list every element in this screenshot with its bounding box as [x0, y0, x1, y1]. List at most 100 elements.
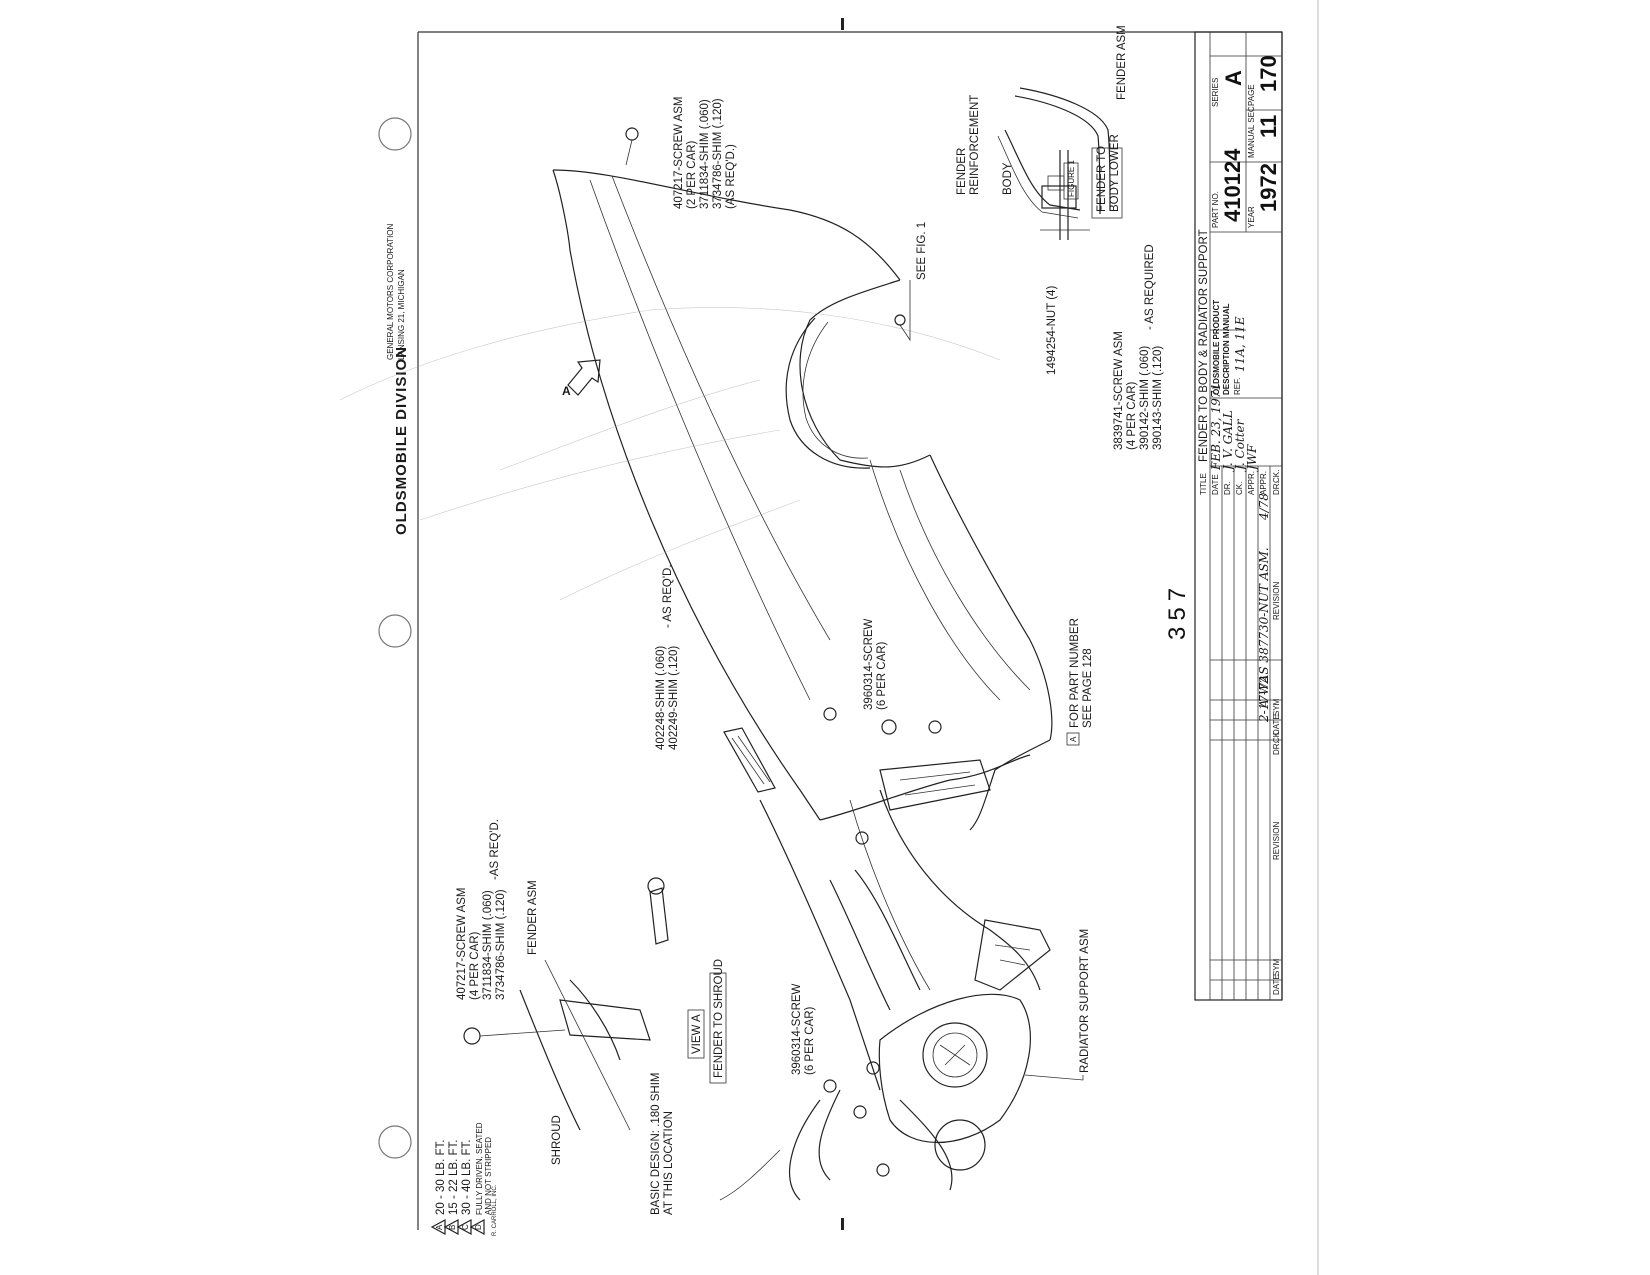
body-label: BODY: [1002, 162, 1014, 195]
ref-label: REF.: [1233, 378, 1242, 395]
shroud-label: SHROUD: [551, 1115, 563, 1165]
view-a-shim-120: 3734786-SHIM (.120): [495, 889, 507, 1000]
center-mark-top: [841, 18, 844, 30]
top-screw-qty: (2 PER CAR): [686, 140, 698, 209]
revision-col-dr: DR.: [1272, 481, 1281, 495]
appr-label: APPR.: [1247, 471, 1256, 495]
mid-shim-120: 390143-SHIM (.120): [1152, 346, 1164, 450]
figure-1-tag: FIGURE 1: [1067, 160, 1076, 197]
screw-3960314-lower-label: 3960314-SCREW: [791, 983, 803, 1075]
svg-text:407217-SCREW ASM: 407217-SCREW ASM: [456, 888, 468, 1001]
torque-sym-c: C: [461, 1224, 470, 1230]
torque-sym-a: A: [435, 1224, 444, 1230]
svg-text:3734786-SHIM (.120): 3734786-SHIM (.120): [712, 98, 724, 209]
fender-to-body-lower-box: [1091, 147, 1123, 219]
basic-design-location: AT THIS LOCATION: [663, 1111, 675, 1215]
revision-col-sym-2: SYM: [1272, 958, 1281, 976]
fender-asm-view-label: FENDER ASM: [527, 880, 539, 955]
figure-1-tag-box: [1063, 162, 1079, 200]
svg-text:SEE PAGE 128: SEE PAGE 128: [1082, 648, 1094, 728]
fender-to-shroud-box: [709, 972, 727, 1084]
view-a-screw-label: 407217-SCREW ASM: [456, 888, 468, 1001]
fender-to-shroud-label: FENDER TO SHROUD: [713, 959, 725, 1078]
svg-text:402248-SHIM (.060): 402248-SHIM (.060): [655, 646, 667, 750]
dr-label: DR.: [1223, 481, 1232, 495]
mid-as-required: - AS REQUIRED: [1144, 244, 1156, 330]
svg-text:(2 PER CAR): (2 PER CAR): [686, 140, 698, 209]
svg-text:(4 PER CAR): (4 PER CAR): [469, 931, 481, 1000]
part-number-ref-label: FOR PART NUMBER: [1069, 618, 1081, 728]
top-as-reqd: (AS REQ'D.): [725, 144, 737, 209]
svg-text:3839741-SCREW ASM: 3839741-SCREW ASM: [1113, 331, 1125, 450]
part-number-ref-page: SEE PAGE 128: [1082, 648, 1094, 728]
revision-date: 2-17-72: [1257, 676, 1271, 723]
ref-value: 11A, 11E: [1233, 316, 1247, 372]
series-label: SERIES: [1211, 78, 1220, 107]
revision-col-ck-2: CK.: [1272, 730, 1281, 743]
svg-text:407217-SCREW ASM: 407217-SCREW ASM: [673, 97, 685, 210]
revision-col-sym: SYM: [1272, 698, 1281, 716]
page-label: PAGE: [1247, 84, 1256, 106]
view-a-as-reqd: -AS REQ'D.: [489, 819, 501, 880]
view-a-screw-qty: (4 PER CAR): [469, 931, 481, 1000]
svg-text:390143-SHIM (.120): 390143-SHIM (.120): [1152, 346, 1164, 450]
torque-sym-d: D: [474, 1224, 483, 1230]
year-value: 1972: [1256, 163, 1281, 212]
fender-asm-fig-label: FENDER ASM: [1116, 25, 1128, 100]
binder-hole-top: [378, 117, 412, 151]
screw-3960314-upper-label: 3960314-SCREW: [863, 618, 875, 710]
torque-text-d2: AND NOT STRIPPED: [484, 1137, 493, 1215]
see-fig1-label: SEE FIG. 1: [916, 222, 928, 280]
corporation-name: GENERAL MOTORS CORPORATION: [386, 223, 395, 360]
revision-col-revision: REVISION: [1272, 582, 1281, 620]
svg-text:3711834-SHIM (.060): 3711834-SHIM (.060): [699, 99, 711, 209]
date-value: FEB. 23, 1971: [1209, 383, 1223, 471]
view-a-artwork: [463, 877, 669, 1131]
torque-text-c: 30 - 40 LB. FT.: [461, 1140, 473, 1215]
manual-sec-label: MANUAL SEC.: [1247, 104, 1256, 158]
part-number: 410124: [1220, 148, 1245, 222]
center-mark-bottom: [841, 1218, 844, 1230]
title-block: [1194, 31, 1283, 1001]
torque-legend: A 20 - 30 LB. FT. B 15 - 22 LB. FT. C 30…: [430, 1122, 493, 1236]
binder-hole-middle: [378, 614, 412, 648]
division-name: OLDSMOBILE DIVISION: [393, 346, 410, 535]
view-a-label: VIEW A: [691, 1014, 703, 1054]
radiator-support-label: RADIATOR SUPPORT ASM: [1079, 929, 1091, 1073]
fender-to-body-lower-label: FENDER TO: [1096, 146, 1108, 212]
radiator-support-leader: [1024, 1074, 1084, 1081]
svg-text:AT THIS LOCATION: AT THIS LOCATION: [663, 1111, 675, 1215]
ck-value: J. Cotter: [1233, 418, 1247, 473]
see-fig1-leader: [899, 280, 911, 342]
svg-text:3734786-SHIM (.120): 3734786-SHIM (.120): [495, 889, 507, 1000]
view-a-box: [687, 1009, 705, 1059]
torque-text-b: 15 - 22 LB. FT.: [448, 1140, 460, 1215]
fender-reinforcement-label-2: REINFORCEMENT: [969, 95, 981, 195]
view-a-arrow-letter: A: [562, 384, 571, 398]
ck-label: CK.: [1235, 482, 1244, 495]
shim-402248-label: 402248-SHIM (.060): [655, 646, 667, 750]
revision-initials: 4/78: [1257, 493, 1271, 521]
fender-artwork: [339, 127, 1053, 1201]
shim-402-as-reqd: - AS REQ'D.: [662, 564, 674, 628]
series-value: A: [1221, 70, 1246, 86]
product-line-2: DESCRIPTION MANUAL: [1222, 303, 1231, 395]
mid-shim-060: 390142-SHIM (.060): [1139, 346, 1151, 450]
revision-text: WAS 387730-NUT ASM.: [1257, 547, 1271, 695]
date-label: DATE: [1211, 474, 1220, 495]
svg-text:FOR PART NUMBER: FOR PART NUMBER: [1069, 618, 1081, 728]
svg-text:(4 PER CAR): (4 PER CAR): [1126, 381, 1138, 450]
revision-col-ck: CK.: [1272, 470, 1281, 483]
shim-402249-label: 402249-SHIM (.120): [668, 646, 680, 750]
revision-col-revision-2: REVISION: [1272, 822, 1281, 860]
top-shim-060: 3711834-SHIM (.060): [699, 99, 711, 209]
part-number-ref-letter: A: [1069, 736, 1078, 742]
screw-3960314-lower-qty: (6 PER CAR): [804, 1006, 816, 1075]
view-a-shim-060: 3711834-SHIM (.060): [482, 890, 494, 1000]
nut-label: 1494254-NUT (4): [1046, 286, 1058, 375]
part-label: PART NO.: [1211, 191, 1220, 228]
page-value: 170: [1256, 55, 1281, 92]
page-number: 357: [1164, 582, 1191, 640]
title-label: TITLE: [1199, 473, 1208, 495]
svg-text:402249-SHIM (.120): 402249-SHIM (.120): [668, 646, 680, 750]
